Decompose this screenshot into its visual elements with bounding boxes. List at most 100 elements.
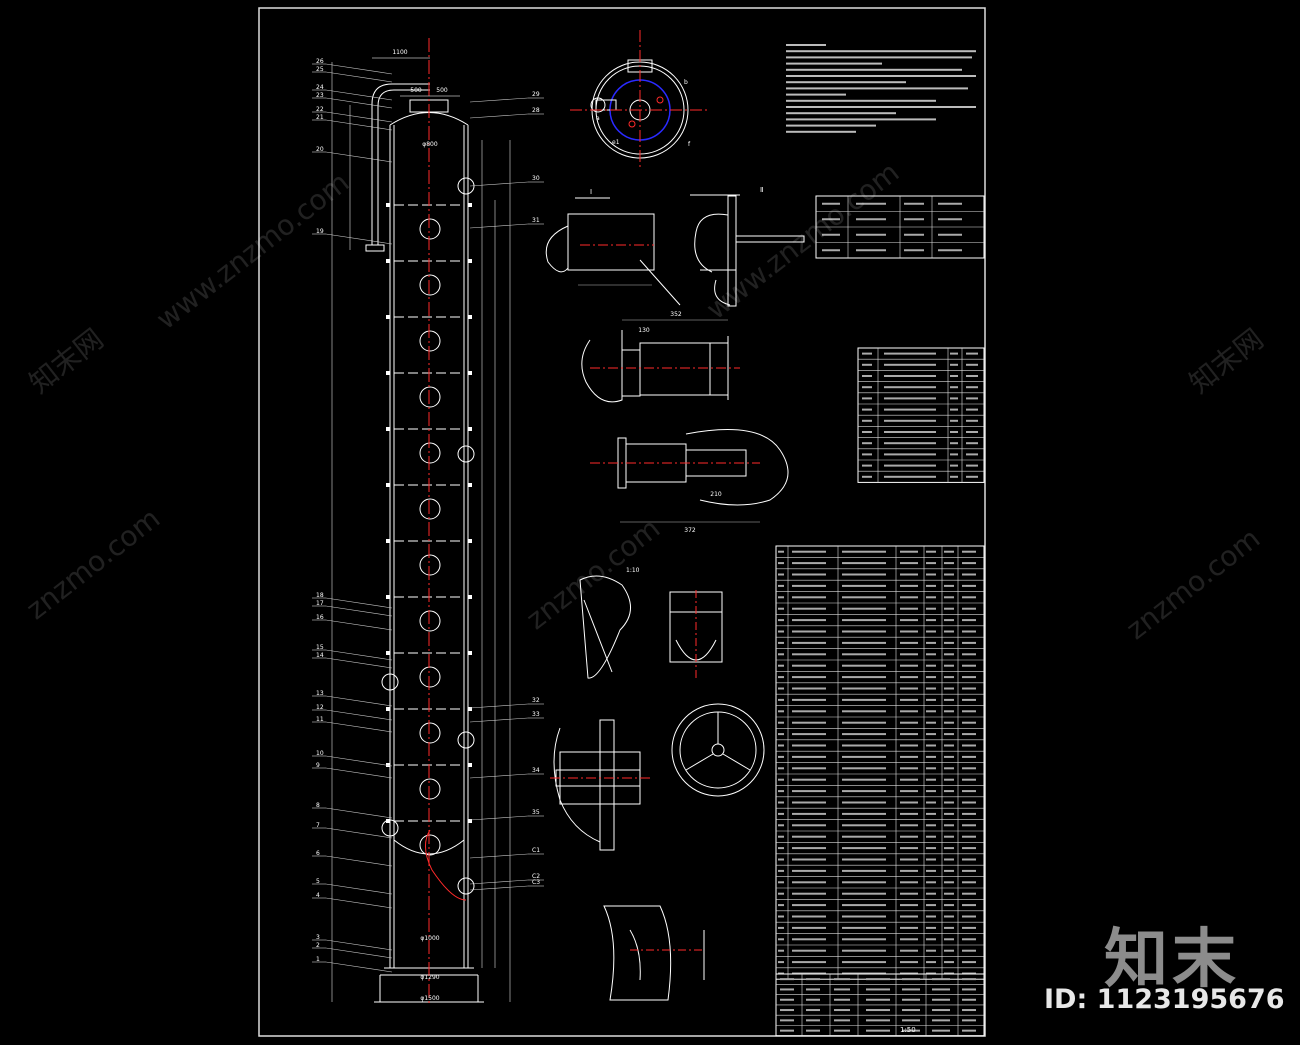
asset-id-label: ID: 1123195676 xyxy=(1044,984,1285,1015)
table-cell-text xyxy=(792,664,826,667)
table-cell-text xyxy=(884,419,936,422)
table-cell-text xyxy=(926,664,936,667)
table-cell-text xyxy=(884,363,936,366)
table-cell-text xyxy=(842,630,886,633)
part-number: C1 xyxy=(532,847,540,854)
table-cell-text xyxy=(944,550,954,553)
table-cell-text xyxy=(780,978,794,981)
table-cell-text xyxy=(926,698,936,701)
leader-line xyxy=(325,961,393,973)
table-cell-text xyxy=(792,596,826,599)
table-cell-text xyxy=(780,1029,794,1032)
table-cell-text xyxy=(902,1029,920,1032)
table-cell-text xyxy=(962,881,976,884)
table-cell-text xyxy=(902,1019,920,1022)
table-cell-text xyxy=(842,790,886,793)
table-cell-text xyxy=(962,978,976,981)
table-cell-text xyxy=(778,641,784,644)
table-cell-text xyxy=(966,386,978,389)
table-cell-text xyxy=(842,812,886,815)
table-cell-text xyxy=(842,847,886,850)
table-cell-text xyxy=(792,698,826,701)
table-cell-text xyxy=(792,778,826,781)
table-cell-text xyxy=(962,721,976,724)
table-cell-text xyxy=(778,778,784,781)
table-cell-text xyxy=(944,812,954,815)
table-cell-text xyxy=(792,904,826,907)
dim-phi1500: φ1500 xyxy=(420,995,439,1002)
table-cell-text xyxy=(842,687,886,690)
table-cell-text xyxy=(938,202,962,205)
table-cell-text xyxy=(792,767,826,770)
table-cell-text xyxy=(822,202,840,205)
tray-manhole xyxy=(419,554,441,576)
table-cell-text xyxy=(778,664,784,667)
table-cell-text xyxy=(778,904,784,907)
note-line xyxy=(786,124,876,127)
part-number: 5 xyxy=(316,878,320,885)
note-line xyxy=(786,56,972,59)
right-dimension-lines xyxy=(481,140,511,1002)
table-cell-text xyxy=(932,1009,950,1012)
table-cell-text xyxy=(944,847,954,850)
table-cell-text xyxy=(834,1019,850,1022)
table-cell-text xyxy=(792,915,826,918)
table-cell-text xyxy=(884,475,936,478)
table-cell-text xyxy=(926,961,936,964)
table-cell-text xyxy=(962,1019,976,1022)
table-cell-text xyxy=(822,249,840,252)
table-cell-text xyxy=(778,961,784,964)
table-cell-text xyxy=(834,1029,850,1032)
table-cell-text xyxy=(962,550,976,553)
table-cell-text xyxy=(822,233,840,236)
table-cell-text xyxy=(780,1019,794,1022)
part-number: 11 xyxy=(316,716,324,723)
table-cell-text xyxy=(862,453,872,456)
table-cell-text xyxy=(842,619,886,622)
table-cell-text xyxy=(778,687,784,690)
table-cell-text xyxy=(900,698,918,701)
detail-view-2 xyxy=(690,194,805,307)
part-number: 13 xyxy=(316,690,324,697)
table-cell-text xyxy=(962,698,976,701)
table-cell-text xyxy=(966,363,978,366)
table-cell-text xyxy=(842,949,886,952)
table-cell-text xyxy=(944,596,954,599)
table-cell-text xyxy=(966,453,978,456)
table-cell-text xyxy=(926,904,936,907)
note-line xyxy=(786,130,856,133)
leader-line xyxy=(469,717,529,723)
table-cell-text xyxy=(944,641,954,644)
brand-logo: 知末 xyxy=(1104,923,1240,997)
table-cell-text xyxy=(884,397,936,400)
table-cell-text xyxy=(900,573,918,576)
plan-mark-a: a xyxy=(596,115,600,122)
title-block: 1:50 xyxy=(775,973,985,1037)
table-cell-text xyxy=(966,397,978,400)
tray-manhole xyxy=(419,666,441,688)
table-cell-text xyxy=(926,892,936,895)
table-cell-text xyxy=(778,881,784,884)
detail-bottom-wedge xyxy=(603,905,705,1001)
leader-line xyxy=(469,885,529,891)
table-cell-text xyxy=(944,721,954,724)
table-cell-text xyxy=(944,584,954,587)
detail-view-4 xyxy=(590,429,789,523)
table-cell-text xyxy=(778,607,784,610)
table-cell-text xyxy=(938,249,962,252)
table-cell-text xyxy=(926,824,936,827)
table-cell-text xyxy=(962,687,976,690)
table-cell-text xyxy=(926,767,936,770)
table-cell-text xyxy=(778,698,784,701)
table-cell-text xyxy=(926,915,936,918)
plan-view xyxy=(570,30,708,170)
table-cell-text xyxy=(966,375,978,377)
note-line xyxy=(786,118,936,121)
table-cell-text xyxy=(822,218,840,221)
leader-line xyxy=(325,97,393,109)
plan-mark-b: b xyxy=(684,79,688,86)
table-cell-text xyxy=(778,550,784,553)
view-scale-5: 1:10 xyxy=(626,567,640,574)
table-cell-text xyxy=(778,755,784,758)
tray-manhole xyxy=(419,442,441,464)
